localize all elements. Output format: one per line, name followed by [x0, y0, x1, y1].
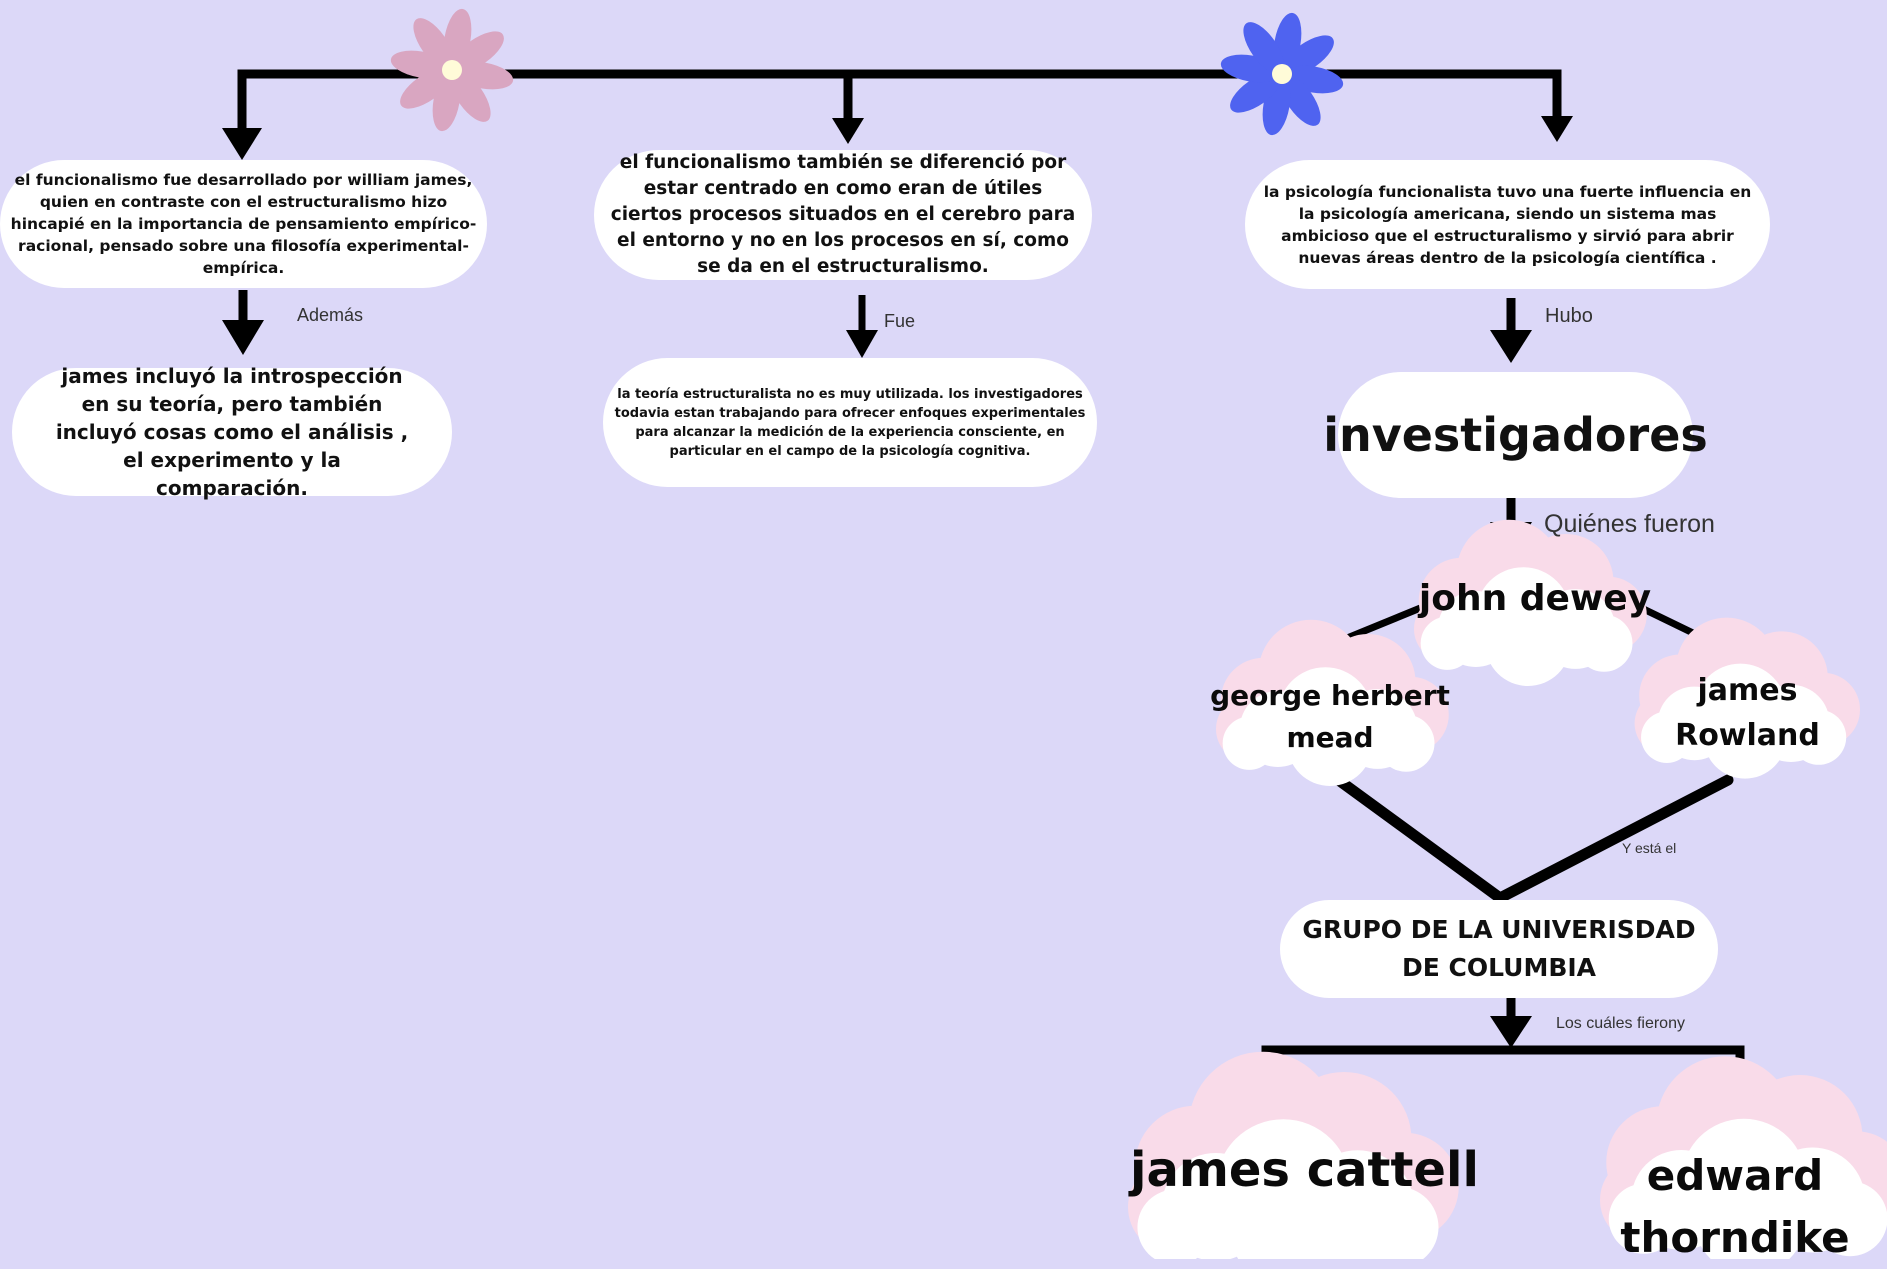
col1-box1-text: el funcionalismo fue desarrollado por wi…: [10, 169, 477, 279]
person-james-rowland: james Rowland: [1660, 668, 1835, 758]
col2-box2-text: la teoría estructuralista no es muy util…: [613, 385, 1087, 461]
col1-box2: james incluyó la introspección en su teo…: [12, 368, 452, 496]
col3-box1-text: la psicología funcionalista tuvo una fue…: [1261, 181, 1754, 269]
col2-connector: Fue: [884, 311, 915, 332]
group-columbia-box: GRUPO DE LA UNIVERISDAD DE COLUMBIA: [1280, 900, 1718, 998]
person-john-dewey: john dewey: [1405, 578, 1665, 619]
col2-box1-text: el funcionalismo también se diferenció p…: [606, 150, 1080, 280]
col1-box1: el funcionalismo fue desarrollado por wi…: [0, 160, 487, 288]
arrow-col1: [222, 290, 264, 355]
flower-blue-icon: [1219, 11, 1346, 138]
col1-connector: Además: [297, 305, 363, 326]
group-columbia-text: GRUPO DE LA UNIVERISDAD DE COLUMBIA: [1294, 911, 1704, 987]
col3-connector-quienes: Quiénes fueron: [1544, 510, 1715, 539]
person-george-herbert-mead: george herbert mead: [1210, 675, 1450, 759]
person-james-cattell: james cattell: [1130, 1143, 1475, 1198]
col2-box2: la teoría estructuralista no es muy util…: [603, 358, 1097, 487]
arrow-col3-hubo: [1490, 298, 1532, 363]
col2-box1: el funcionalismo también se diferenció p…: [594, 150, 1092, 280]
col3-connector-hubo: Hubo: [1545, 305, 1593, 328]
v-connector: [1318, 765, 1728, 898]
investigadores-box: investigadores: [1338, 372, 1693, 498]
arrow-col2: [846, 295, 878, 358]
col3-box1: la psicología funcionalista tuvo una fue…: [1245, 160, 1770, 289]
flower-pink-icon: [389, 7, 516, 134]
person-edward-thorndike: edward thorndike: [1615, 1145, 1855, 1269]
col3-connector-yestael: Y está el: [1622, 840, 1676, 856]
col3-connector-loscuales: Los cuáles fierony: [1556, 1015, 1685, 1033]
col1-box2-text: james incluyó la introspección en su teo…: [50, 362, 414, 502]
investigadores-text: investigadores: [1323, 408, 1708, 462]
